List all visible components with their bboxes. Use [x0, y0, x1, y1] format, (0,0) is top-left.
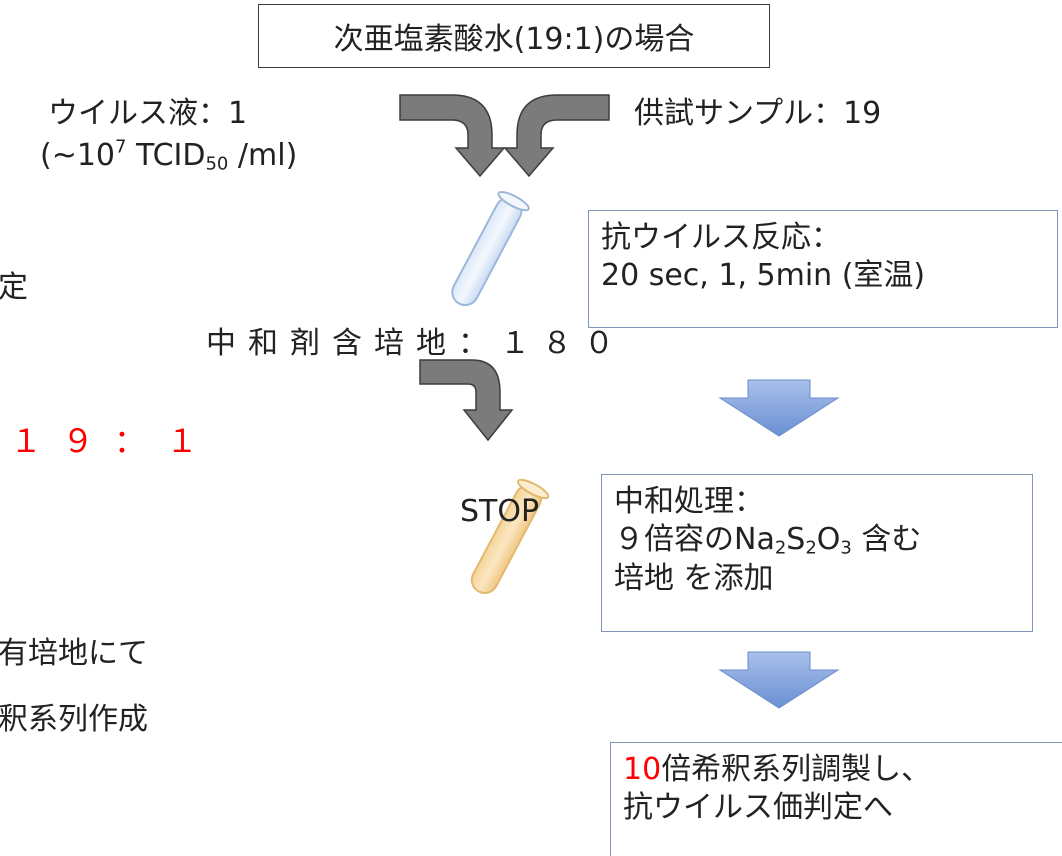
neutralize-line3: 培地 を添加 [614, 560, 774, 596]
sub-c: 3 [840, 537, 852, 558]
left-fragment-2: 有培地にて [0, 636, 148, 671]
antiviral-line2: 20 sec, 1, 5min (室温) [601, 257, 926, 293]
antiviral-reaction-box: 抗ウイルス反応： 20 sec, 1, 5min (室温) [588, 210, 1058, 328]
neutralize-line2-post: 含む [851, 521, 922, 557]
dilution-number: 10 [623, 752, 662, 787]
ratio-label: １９：１ [10, 416, 218, 462]
virus-label: ウイルス液：1 [48, 88, 247, 132]
mid-a: S [786, 521, 806, 557]
dilution-line1: 10倍希釈系列調製し、 [623, 751, 1050, 789]
sample-label: 供試サンプル：19 [634, 88, 881, 132]
virus-label-text: ウイルス液：1 [48, 96, 248, 131]
mid-b: O [816, 521, 841, 557]
dilution-line2: 抗ウイルス価判定へ [623, 789, 893, 825]
down-arrow-icon [718, 651, 840, 709]
titer-exponent: 7 [115, 136, 127, 158]
titer-prefix: (~10 [40, 138, 116, 173]
titer-mid: TCID [126, 138, 206, 173]
sub-b: 2 [805, 537, 817, 558]
sample-label-text: 供試サンプル：19 [634, 96, 882, 131]
neutralizer-medium-text: 中和剤含培地：１８０ [206, 326, 626, 361]
stop-text: STOP [460, 494, 540, 529]
neutralizer-medium-label: 中和剤含培地：１８０ [206, 318, 626, 362]
neutralize-line2: ９倍容のNa2S2O3 含む [614, 521, 1020, 560]
sub-a: 2 [774, 537, 787, 558]
left-fragment-3: 釈系列作成 [0, 702, 148, 737]
title-text: 次亜塩素酸水(19:1)の場合 [333, 22, 695, 57]
antiviral-line1: 抗ウイルス反応： [601, 220, 841, 255]
titer-subscript: 50 [205, 153, 229, 175]
left-fragment-1: 定 [0, 270, 28, 305]
ratio-text: １９：１ [10, 422, 219, 460]
dilution-line1-rest: 倍希釈系列調製し、 [661, 752, 932, 787]
titer-suffix: /ml) [228, 138, 298, 173]
curved-arrow-icon [419, 359, 514, 442]
virus-titer: (~107 TCID50 /ml) [40, 138, 297, 175]
test-tube-icon [470, 478, 550, 594]
curved-arrow-icon [503, 94, 610, 178]
dilution-box: 10倍希釈系列調製し、 抗ウイルス価判定へ [610, 742, 1062, 856]
neutralize-line1: 中和処理： [614, 484, 764, 519]
test-tube-icon [451, 191, 530, 307]
down-arrow-icon [718, 379, 840, 437]
curved-arrow-icon [399, 94, 506, 178]
neutralize-line2-pre: ９倍容のNa [614, 521, 775, 557]
neutralization-box: 中和処理： ９倍容のNa2S2O3 含む 培地 を添加 [601, 474, 1033, 632]
title-box: 次亜塩素酸水(19:1)の場合 [258, 4, 770, 68]
stop-label: STOP [460, 494, 539, 529]
